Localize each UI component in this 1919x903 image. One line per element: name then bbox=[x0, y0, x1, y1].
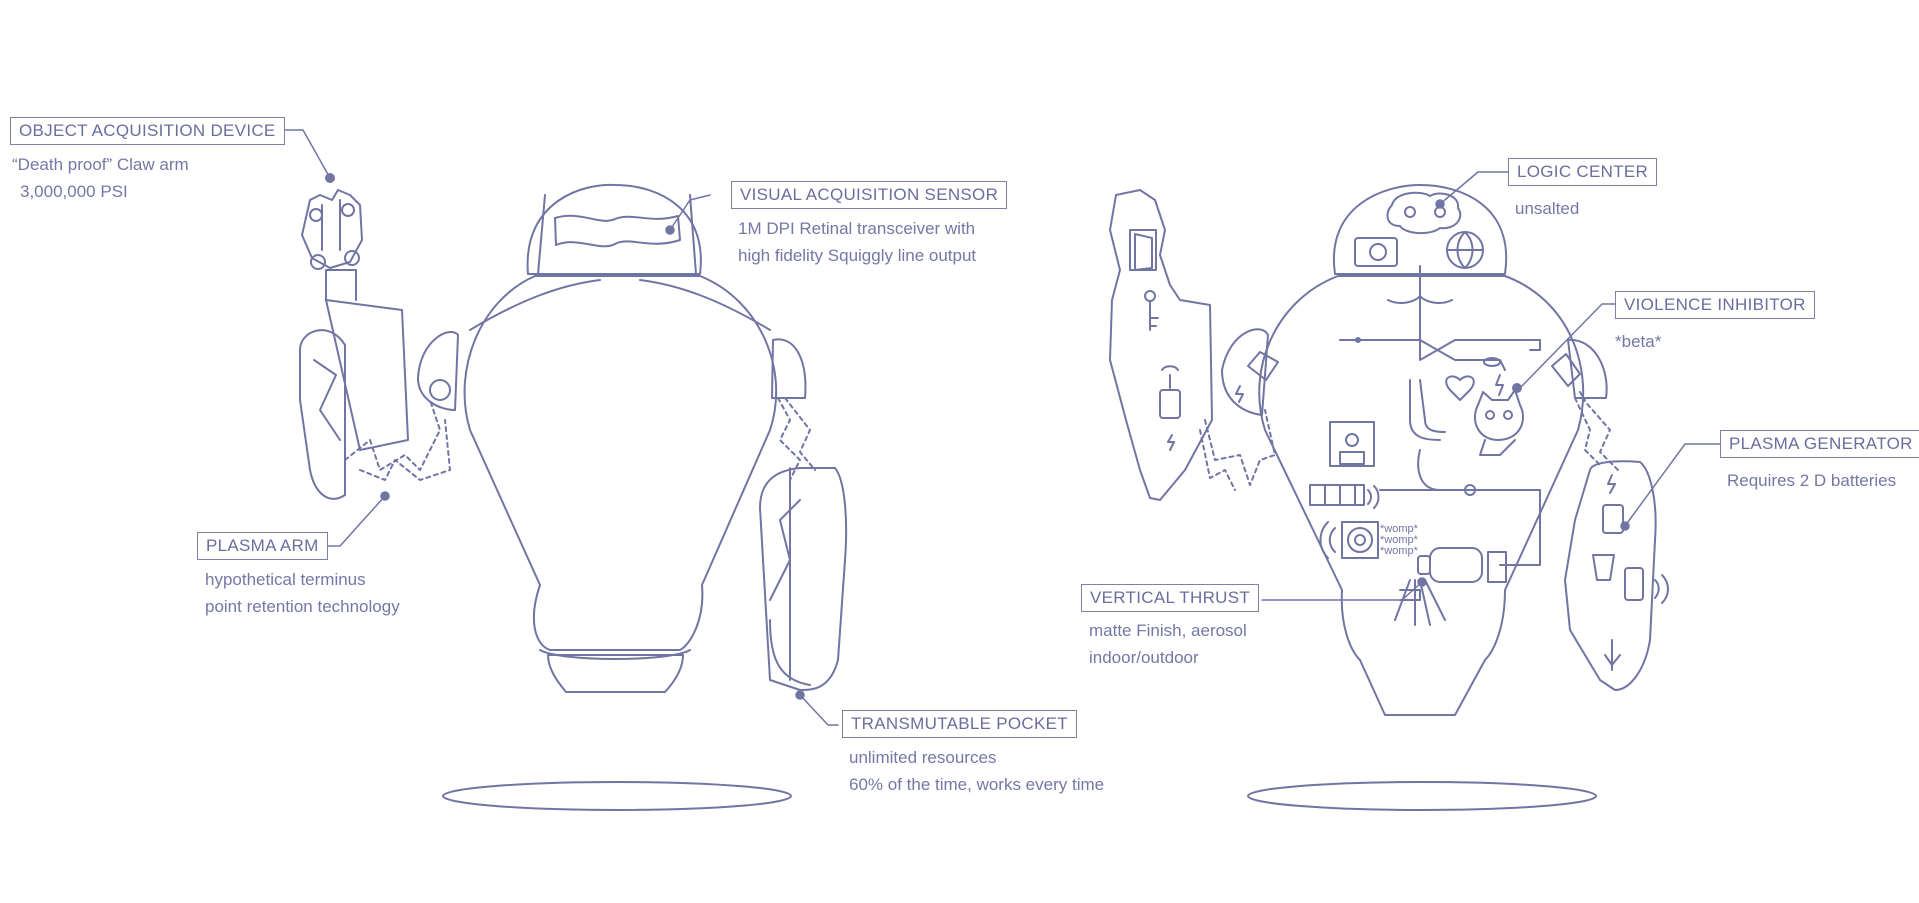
desc-vertical-thrust: matte Finish, aerosol indoor/outdoor bbox=[1089, 617, 1247, 671]
label-plasma-generator: PLASMA GENERATOR bbox=[1720, 430, 1919, 458]
robot-exterior bbox=[300, 174, 846, 810]
svg-text:*womp*: *womp* bbox=[1380, 545, 1419, 557]
womp-text: *womp* *womp* *womp* bbox=[1380, 523, 1419, 557]
desc-violence-inhibitor: *beta* bbox=[1615, 328, 1661, 355]
shoulder-canister-right bbox=[1552, 354, 1580, 386]
key-icon bbox=[1145, 291, 1155, 301]
phone-icon bbox=[1625, 568, 1643, 600]
robot-shadow-left bbox=[443, 782, 791, 810]
camera-icon bbox=[1355, 238, 1397, 266]
robot-shadow-right bbox=[1248, 782, 1596, 810]
desc-object-acquisition: “Death proof” Claw arm 3,000,000 PSI bbox=[12, 151, 189, 205]
robot-head bbox=[528, 185, 701, 274]
label-object-acquisition: OBJECT ACQUISITION DEVICE bbox=[10, 117, 285, 145]
desc-plasma-generator: Requires 2 D batteries bbox=[1727, 467, 1896, 494]
label-vertical-thrust: VERTICAL THRUST bbox=[1081, 584, 1259, 612]
robot-body-interior bbox=[1259, 276, 1583, 715]
label-transmutable-pocket: TRANSMUTABLE POCKET bbox=[842, 710, 1077, 738]
plasma-tether-left bbox=[345, 400, 440, 470]
desc-logic-center: unsalted bbox=[1515, 195, 1579, 222]
aerosol-can bbox=[1430, 548, 1482, 582]
battery-icon-left bbox=[1160, 390, 1180, 418]
claw-arm bbox=[300, 174, 408, 499]
label-visual-acquisition: VISUAL ACQUISITION SENSOR bbox=[731, 181, 1007, 209]
heart-icon bbox=[1446, 376, 1474, 400]
desc-visual-acquisition: 1M DPI Retinal transceiver with high fid… bbox=[738, 215, 976, 269]
wiring bbox=[1340, 266, 1540, 370]
floppy-icon bbox=[1330, 422, 1374, 466]
desc-transmutable-pocket: unlimited resources 60% of the time, wor… bbox=[849, 744, 1104, 798]
usb-icon bbox=[1605, 640, 1620, 670]
battery-icon-right bbox=[1603, 505, 1623, 533]
label-logic-center: LOGIC CENTER bbox=[1508, 158, 1657, 186]
pocket-arm bbox=[760, 398, 846, 690]
leader-lines bbox=[276, 130, 1720, 725]
cat-icon bbox=[1475, 390, 1523, 455]
label-violence-inhibitor: VIOLENCE INHIBITOR bbox=[1615, 291, 1815, 319]
desc-plasma-arm: hypothetical terminus point retention te… bbox=[205, 566, 400, 620]
label-plasma-arm: PLASMA ARM bbox=[197, 532, 328, 560]
robot-interior bbox=[1110, 185, 1668, 810]
visual-sensor bbox=[555, 216, 680, 247]
brain-icon bbox=[1387, 193, 1460, 233]
robot-body bbox=[465, 276, 777, 650]
